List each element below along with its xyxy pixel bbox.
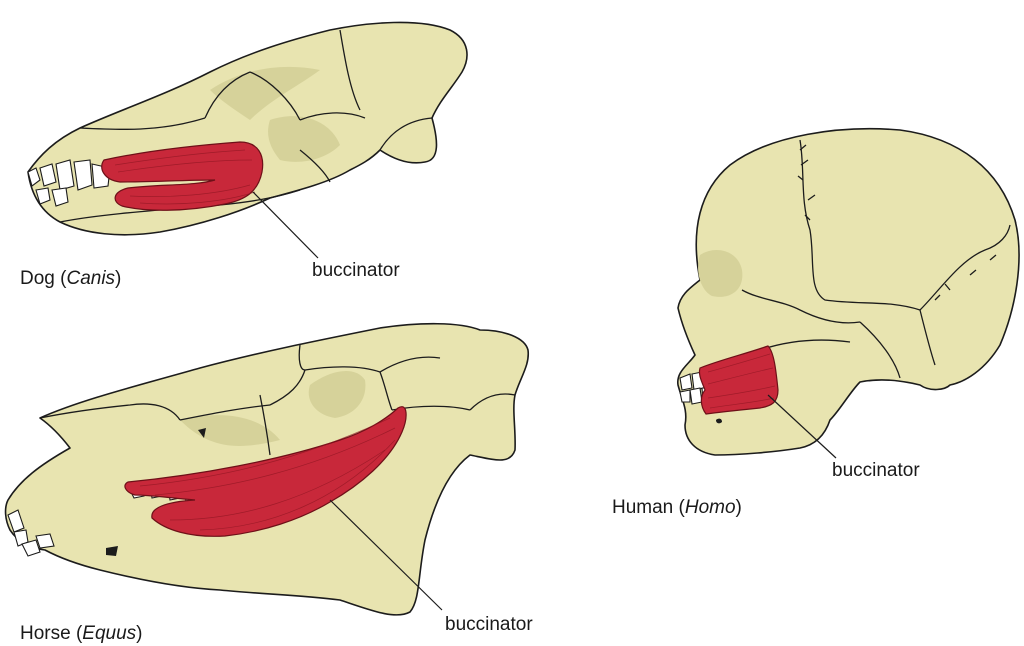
horse-caption-genus: Equus	[82, 623, 137, 644]
human-caption-name: Human (	[612, 497, 685, 518]
dog-caption-close: )	[115, 268, 122, 289]
dog-buccinator-muscle	[101, 141, 264, 211]
horse-buccinator-muscle	[124, 406, 407, 537]
dog-caption: Dog (Canis)	[20, 268, 121, 290]
human-buccinator-muscle	[698, 345, 779, 415]
human-muscle-label: buccinator	[832, 460, 920, 481]
dog-caption-name: Dog (	[20, 268, 67, 289]
horse-muscle-label: buccinator	[445, 614, 533, 635]
horse-caption-name: Horse (	[20, 623, 83, 644]
dog-muscle-label: buccinator	[312, 260, 400, 281]
horse-caption: Horse (Equus)	[20, 623, 143, 645]
horse-caption-close: )	[136, 623, 143, 644]
human-caption: Human (Homo)	[612, 497, 742, 519]
human-caption-genus: Homo	[684, 497, 736, 518]
horse-skull: buccinator	[4, 322, 533, 635]
dog-caption-genus: Canis	[66, 268, 116, 289]
human-caption-close: )	[735, 497, 742, 518]
human-skull: buccinator	[677, 127, 1020, 481]
dog-skull: buccinator	[27, 21, 468, 281]
